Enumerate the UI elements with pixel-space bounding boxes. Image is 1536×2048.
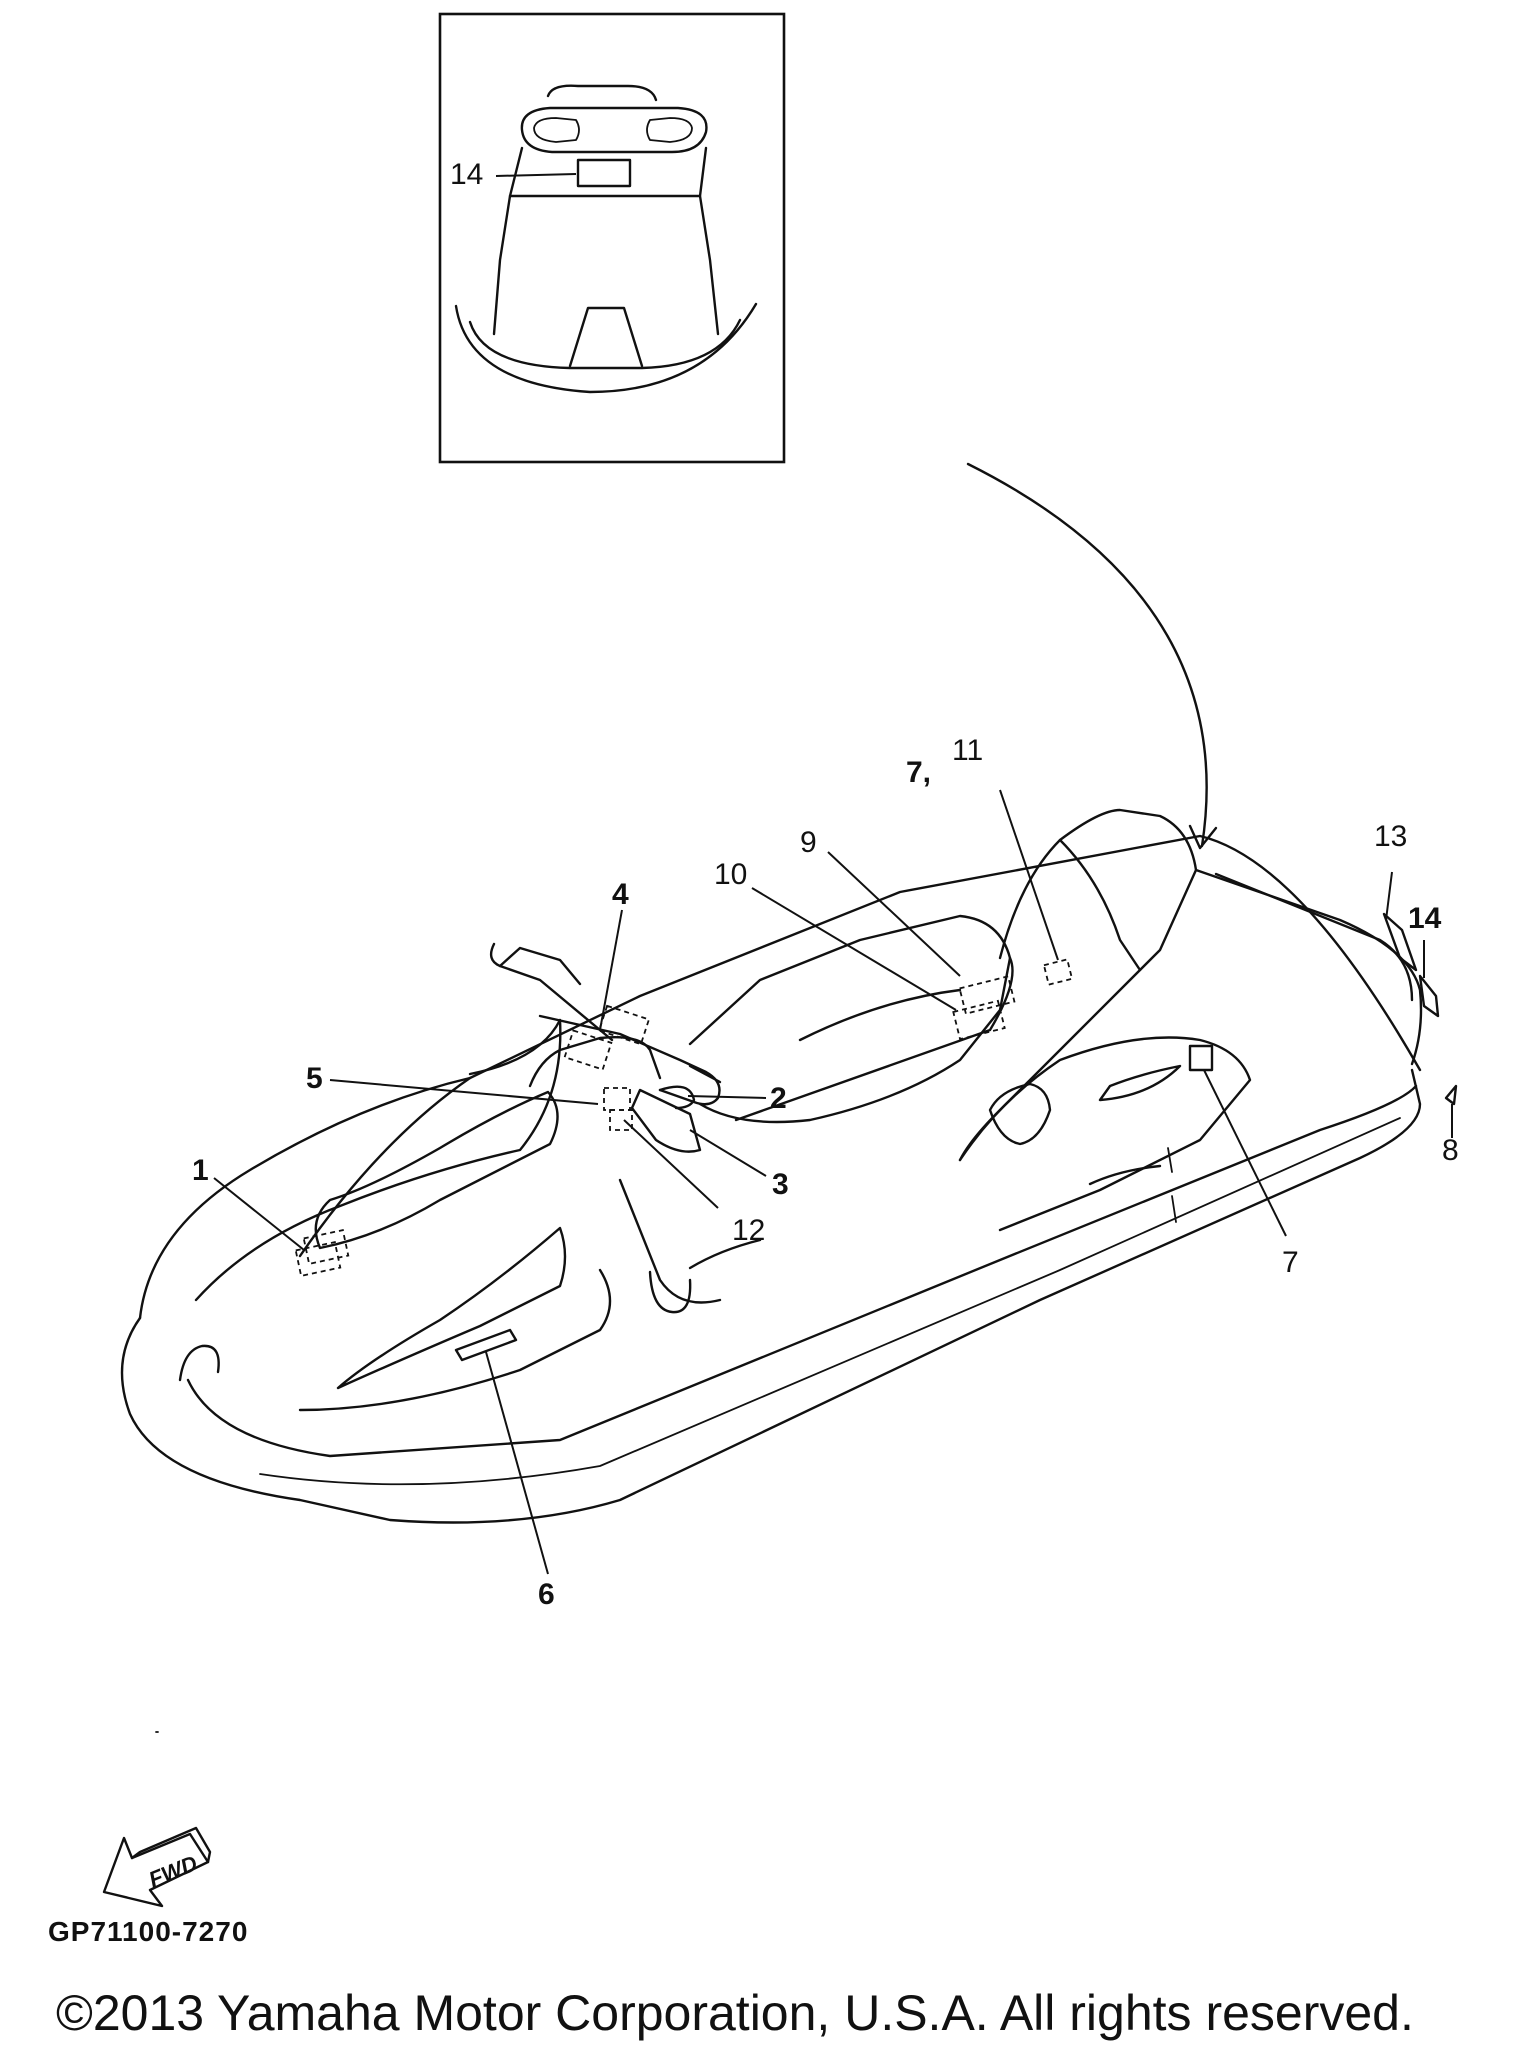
callout-5: 5 bbox=[306, 1062, 323, 1095]
label-5-decal bbox=[603, 1087, 631, 1111]
hull-step-mark-lower bbox=[1171, 1195, 1177, 1223]
rear-platform bbox=[1194, 868, 1423, 1066]
callout-13: 13 bbox=[1374, 820, 1407, 853]
label-10-decal bbox=[952, 999, 1006, 1041]
inset-hull-outer bbox=[454, 302, 758, 394]
nose-scoop bbox=[178, 1344, 220, 1382]
side-scoop bbox=[1098, 1064, 1182, 1102]
label-4-decal-lower bbox=[563, 1029, 613, 1071]
side-panel-lower bbox=[298, 1268, 612, 1412]
callout-10: 10 bbox=[714, 858, 747, 891]
label-2-decal bbox=[658, 1085, 696, 1110]
footwell-front bbox=[618, 1178, 722, 1304]
seat-crease bbox=[798, 988, 962, 1042]
steering-column bbox=[528, 1036, 662, 1088]
decal-14-side bbox=[1418, 974, 1440, 1018]
inset-body-right bbox=[698, 146, 720, 336]
inset-pointer-arrow bbox=[966, 462, 1218, 850]
leader-13 bbox=[1385, 871, 1393, 921]
callout-3: 3 bbox=[772, 1168, 789, 1201]
callout-14-side: 14 bbox=[1408, 902, 1442, 935]
inset-handle-left-hole bbox=[533, 117, 580, 143]
pointer-arrowhead bbox=[1188, 824, 1218, 850]
rear-seat bbox=[958, 808, 1198, 1162]
inset-hull-inner bbox=[468, 318, 742, 370]
leader-5 bbox=[329, 1079, 599, 1105]
rear-platform-inner bbox=[1214, 872, 1414, 1002]
label-6-decal bbox=[454, 1328, 518, 1362]
watercraft-drawing bbox=[120, 808, 1423, 1524]
hood-crease bbox=[298, 1076, 472, 1258]
hull-top-outline bbox=[138, 834, 1422, 1320]
fwd-arrow-icon: FWD bbox=[102, 1826, 212, 1908]
callout-4: 4 bbox=[612, 878, 629, 911]
fwd-arrow-depth bbox=[130, 1826, 212, 1864]
fwd-arrow-outline bbox=[102, 1832, 210, 1908]
side-vent bbox=[988, 1082, 1052, 1146]
callout-9: 9 bbox=[800, 826, 817, 859]
leader-3 bbox=[689, 1129, 767, 1177]
side-body-rear bbox=[958, 1036, 1252, 1232]
hull-bottom-outline bbox=[120, 1068, 1422, 1524]
seat-outline bbox=[688, 914, 1012, 1124]
inset-rear-view: 14 bbox=[438, 12, 786, 464]
decal-13 bbox=[1382, 912, 1418, 972]
leader-7-11 bbox=[999, 789, 1059, 961]
label-1-decal bbox=[294, 1241, 342, 1277]
leader-1 bbox=[213, 1177, 305, 1251]
leader-2 bbox=[687, 1095, 767, 1099]
rear-seat-crease bbox=[1058, 838, 1142, 972]
hull-chine bbox=[1088, 1164, 1162, 1186]
drawing-code: GP71100-7270 bbox=[48, 1916, 249, 1947]
inset-leader-14 bbox=[495, 173, 577, 177]
callout-2: 2 bbox=[770, 1082, 787, 1115]
label-12-decal bbox=[609, 1109, 633, 1131]
label-7-decal bbox=[1188, 1044, 1214, 1072]
leader-9 bbox=[827, 851, 961, 977]
callout-11: 11 bbox=[952, 734, 983, 767]
callout-1: 1 bbox=[192, 1154, 209, 1187]
callout-7-11-seven: 7, bbox=[906, 756, 931, 789]
footwell-drain bbox=[648, 1270, 692, 1314]
label-9-decal bbox=[958, 975, 1016, 1015]
callout-6: 6 bbox=[538, 1578, 555, 1611]
handlebar-grip-left bbox=[498, 946, 582, 986]
leader-lines bbox=[213, 789, 1453, 1575]
seat-side bbox=[734, 956, 1014, 1122]
hood-center-panel bbox=[314, 1090, 559, 1250]
hull-step-mark bbox=[1167, 1147, 1173, 1173]
callout-7: 7 bbox=[1282, 1246, 1299, 1279]
callout-8: 8 bbox=[1442, 1134, 1459, 1167]
leader-12 bbox=[623, 1119, 719, 1209]
inset-handle-top bbox=[546, 84, 658, 102]
inset-handle-right-hole bbox=[646, 117, 693, 143]
hood-outline bbox=[194, 1018, 562, 1302]
dash-panel bbox=[630, 1088, 702, 1153]
rub-rail bbox=[259, 1117, 1401, 1486]
inset-transom-notch bbox=[568, 306, 644, 368]
loose-decals bbox=[1382, 912, 1458, 1106]
callout-labels: 1 2 3 4 5 6 7, 11 7 8 9 10 12 13 14 bbox=[192, 734, 1459, 1611]
fwd-label: FWD bbox=[145, 1850, 201, 1892]
leader-10 bbox=[751, 887, 957, 1011]
inset-body-left bbox=[492, 146, 524, 336]
label-1-decal-back bbox=[302, 1229, 350, 1265]
footwell-step bbox=[688, 1238, 762, 1270]
decal-8 bbox=[1444, 1084, 1458, 1106]
leader-7 bbox=[1203, 1069, 1287, 1237]
gunwale-line bbox=[186, 1084, 1418, 1458]
label-11-decal bbox=[1042, 958, 1074, 986]
inset-label-14-box bbox=[576, 158, 632, 188]
side-intake-panel bbox=[336, 1226, 567, 1390]
inset-grab-handle bbox=[520, 106, 708, 154]
leader-4 bbox=[599, 909, 623, 1031]
pointer-arc bbox=[966, 462, 1208, 848]
handlebar-grip-right bbox=[688, 1064, 722, 1084]
inset-frame bbox=[438, 12, 786, 464]
copyright-notice: ©2013 Yamaha Motor Corporation, U.S.A. A… bbox=[56, 1985, 1414, 2041]
callout-12: 12 bbox=[732, 1214, 765, 1247]
callout-14-inset: 14 bbox=[450, 158, 483, 191]
leader-6 bbox=[485, 1351, 549, 1575]
